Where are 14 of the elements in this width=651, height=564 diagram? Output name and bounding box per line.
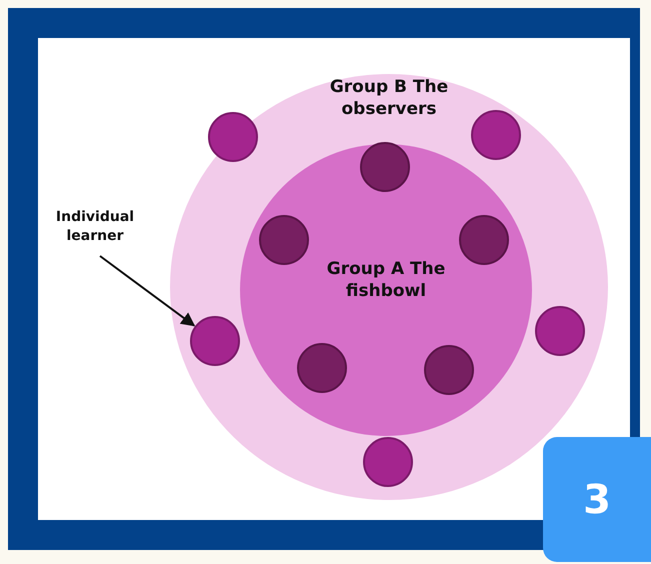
page-number-badge: 3	[543, 437, 651, 562]
learner-circle	[535, 306, 585, 356]
learner-circle	[360, 142, 410, 192]
learner-circle	[297, 343, 347, 393]
leader-line	[99, 255, 196, 326]
group-label: Group A The fishbowl	[326, 258, 446, 302]
callout-text: Individual learner	[40, 208, 150, 252]
learner-circle	[190, 316, 240, 366]
learner-circle	[259, 215, 309, 265]
learner-circle	[424, 345, 474, 395]
group-label: Group B The observers	[328, 76, 450, 120]
learner-circle	[363, 437, 413, 487]
learner-circle	[459, 215, 509, 265]
learner-circle	[471, 110, 521, 160]
